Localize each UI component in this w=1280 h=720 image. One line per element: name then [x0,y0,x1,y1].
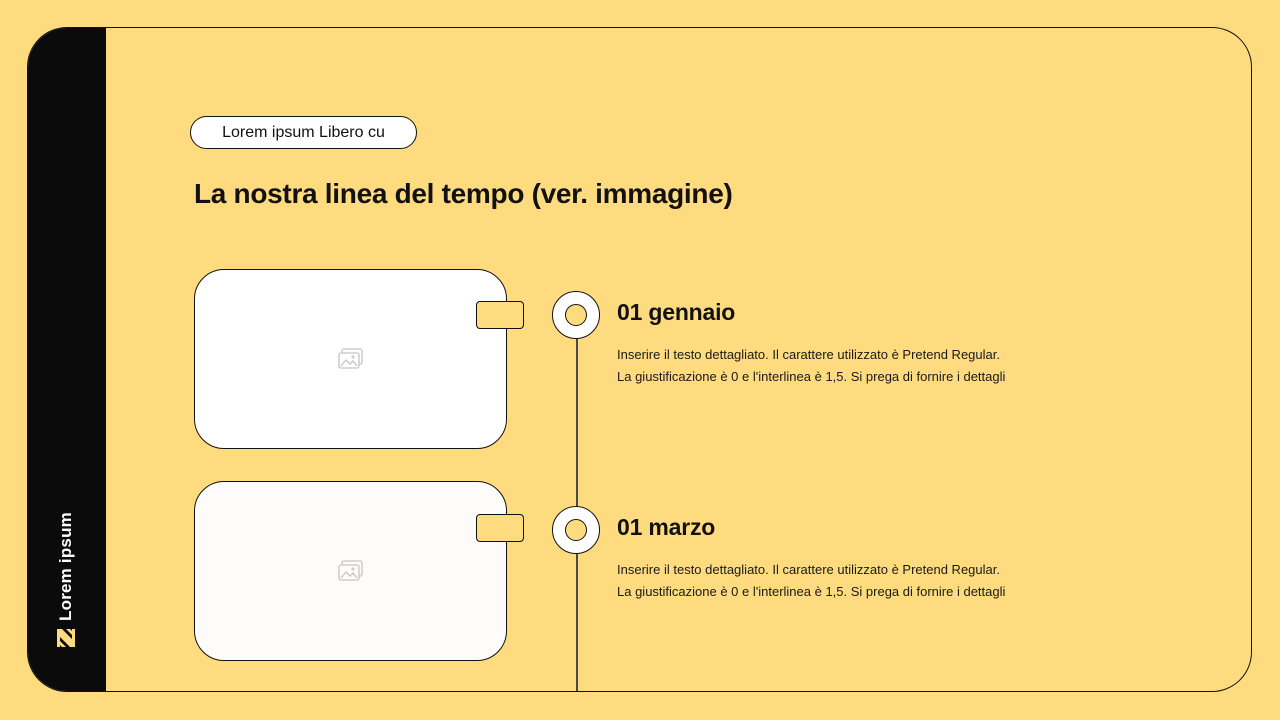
striped-n-logo-icon [57,629,75,647]
timeline-line [576,316,578,691]
connector-tab-2 [476,514,524,542]
event-date-2: 01 marzo [617,514,716,540]
event-date-1: 01 gennaio [617,299,736,325]
brand-text: Lorem ipsum [56,512,75,621]
image-placeholder-icon [337,348,363,369]
event-description-1: Inserire il testo dettagliato. Il caratt… [617,344,1077,388]
category-pill: Lorem ipsum Libero cu [190,116,417,149]
event-description-line: Inserire il testo dettagliato. Il caratt… [617,562,1000,577]
image-placeholder-card-2[interactable] [194,481,507,661]
sidebar-brand: Lorem ipsum [56,512,76,647]
sidebar: Lorem ipsum [28,28,106,691]
page-title: La nostra linea del tempo (ver. immagine… [194,178,733,209]
timeline-node-1 [552,291,600,339]
connector-tab-1 [476,301,524,329]
event-description-line: La giustificazione è 0 e l'interlinea è … [617,584,1006,599]
image-placeholder-card-1[interactable] [194,269,507,449]
event-description-2: Inserire il testo dettagliato. Il caratt… [617,559,1077,603]
event-description-line: Inserire il testo dettagliato. Il caratt… [617,347,1000,362]
image-placeholder-icon [337,560,363,581]
timeline-node-2 [552,506,600,554]
slide-frame: Lorem ipsum Lorem ipsum Libero cu La nos… [27,27,1252,692]
event-description-line: La giustificazione è 0 e l'interlinea è … [617,369,1006,384]
